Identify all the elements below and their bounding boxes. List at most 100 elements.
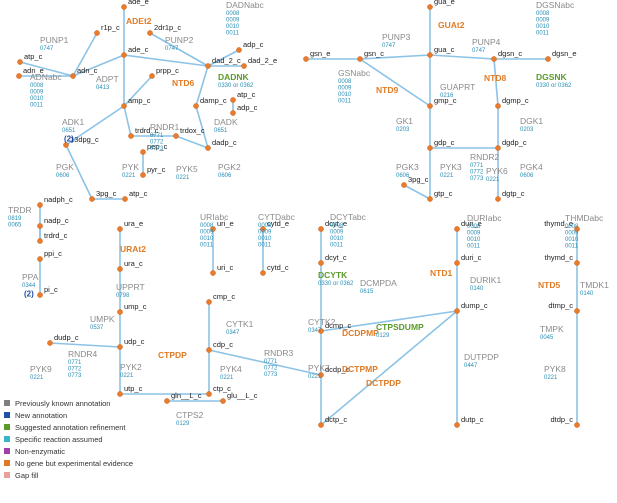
stoich-note: (2) <box>24 290 34 299</box>
reaction-label: PUNP4 <box>472 37 501 47</box>
metabolite-node <box>117 266 123 272</box>
metabolite-node <box>205 145 211 151</box>
metabolite-node <box>206 299 212 305</box>
gene-id: 0773 <box>470 176 484 182</box>
metabolite-node <box>63 142 69 148</box>
metabolite-node <box>357 56 363 62</box>
reaction-label: RNDR1 <box>150 122 180 132</box>
metabolite-label: thymd_e <box>544 219 573 228</box>
metabolite-label: trdox_c <box>180 126 205 135</box>
metabolite-node <box>117 344 123 350</box>
reaction-edge <box>359 58 431 107</box>
metabolite-label: nadph_c <box>44 195 73 204</box>
metabolite-label: dgtp_c <box>502 189 525 198</box>
gene-id: 0221 <box>440 173 454 179</box>
metabolite-node <box>574 226 580 232</box>
gene-id: 0772 <box>264 366 278 372</box>
reaction-label: CTPSDUMP <box>376 322 424 332</box>
reaction-label: PYK6 <box>486 166 508 176</box>
metabolite-node <box>260 226 266 232</box>
metabolite-node <box>427 145 433 151</box>
reaction-edge <box>320 310 458 426</box>
gene-id: 0009 <box>536 18 550 24</box>
legend-swatch <box>4 424 10 430</box>
legend-label: Suggested annotation refinement <box>15 422 126 432</box>
reaction-label: CYTK2 <box>308 317 336 327</box>
metabolite-label: dcdp_c <box>325 365 349 374</box>
gene-id: 0008 <box>258 223 272 229</box>
reaction-label: NTD8 <box>484 73 506 83</box>
metabolite-node <box>236 47 242 53</box>
metabolite-label: 3pg_c <box>408 175 429 184</box>
gene-id: 0008 <box>467 224 481 230</box>
reaction-label: DCYTabc <box>330 212 367 222</box>
gene-id: 0140 <box>580 291 594 297</box>
metabolite-node <box>37 223 43 229</box>
gene-id: 0651 <box>214 128 228 134</box>
reaction-label: DCMPDA <box>360 278 397 288</box>
gene-id: 0330 or 0362 <box>318 281 354 287</box>
metabolite-label: dgsn_c <box>498 49 522 58</box>
metabolite-label: dtdp_c <box>550 415 573 424</box>
metabolite-node <box>495 103 501 109</box>
gene-id: 0011 <box>30 103 44 109</box>
gene-id: 0615 <box>360 289 374 295</box>
metabolite-node <box>128 133 134 139</box>
gene-id: 0330 or 0362 <box>218 83 254 89</box>
legend-item: Suggested annotation refinement <box>4 421 204 433</box>
reaction-edge <box>123 105 132 137</box>
metabolite-label: utp_c <box>124 384 143 393</box>
legend-item: Gap fill <box>4 469 204 481</box>
metabolite-node <box>210 226 216 232</box>
legend-swatch <box>4 400 10 406</box>
gene-id: 0747 <box>382 43 396 49</box>
reaction-label: DGSNabc <box>536 0 575 10</box>
metabolite-node <box>121 4 127 10</box>
gene-id: 0221 <box>308 374 322 380</box>
reaction-label: PYK9 <box>30 364 52 374</box>
gene-id: 0447 <box>464 363 478 369</box>
gene-id: 0773 <box>68 373 82 379</box>
metabolite-label: gln__L_c <box>171 391 202 400</box>
metabolite-label: dgdp_c <box>502 138 527 147</box>
metabolite-label: ppi_c <box>44 249 62 258</box>
legend-label: Specific reaction assumed <box>15 434 103 444</box>
reaction-edge <box>123 75 153 107</box>
reaction-labels: ADEt2PUNP10747PUNP20747DADNabc0008000900… <box>8 0 609 427</box>
legend-label: Gap fill <box>15 470 39 480</box>
metabolite-label: dcyt_c <box>325 253 347 262</box>
reaction-label: PYK3 <box>440 162 462 172</box>
legend-item: No gene but experimental evidence <box>4 457 204 469</box>
metabolite-node <box>454 260 460 266</box>
metabolite-node <box>260 270 266 276</box>
metabolite-label: dtmp_c <box>548 301 573 310</box>
metabolite-label: gua_c <box>434 45 455 54</box>
metabolite-node <box>94 30 100 36</box>
reaction-edge <box>19 61 74 77</box>
reaction-edge <box>72 54 125 77</box>
metabolite-node <box>427 4 433 10</box>
gene-id: 0011 <box>565 244 579 250</box>
gene-id: 0010 <box>258 236 272 242</box>
gene-id: 0140 <box>470 286 484 292</box>
reaction-label: CTPS2 <box>176 410 204 420</box>
metabolite-node <box>574 260 580 266</box>
gene-id: 0011 <box>226 31 240 37</box>
metabolite-node <box>140 172 146 178</box>
reaction-edge <box>65 144 93 200</box>
gene-id: 0221 <box>122 173 136 179</box>
reaction-label: DGK1 <box>520 116 543 126</box>
metabolite-label: thymd_c <box>545 253 574 262</box>
reaction-label: CYTDabc <box>258 212 296 222</box>
metabolite-node <box>545 56 551 62</box>
metabolite-node <box>37 202 43 208</box>
gene-id: 0771 <box>264 359 278 365</box>
reaction-edge <box>208 349 322 376</box>
metabolite-label: gua_e <box>434 0 455 6</box>
metabolite-label: dump_c <box>461 301 488 310</box>
metabolite-node <box>318 422 324 428</box>
gene-id: 0008 <box>200 223 214 229</box>
metabolite-node <box>16 73 22 79</box>
metabolite-label: dgsn_e <box>552 49 577 58</box>
